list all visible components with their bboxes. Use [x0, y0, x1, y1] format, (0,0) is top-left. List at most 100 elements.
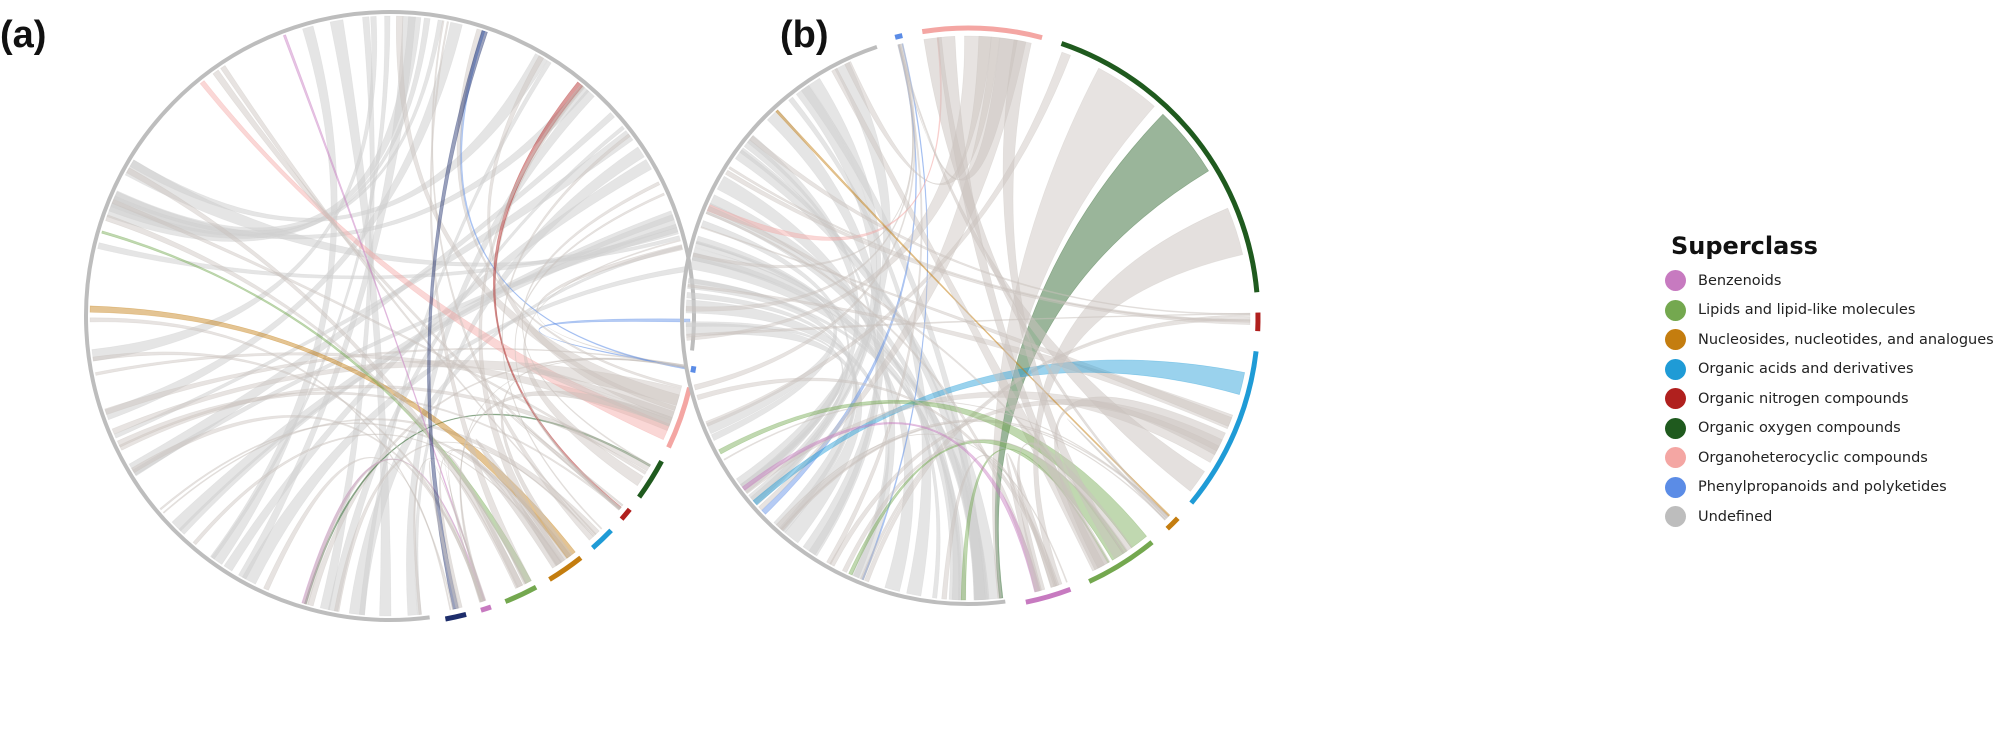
- chord-ribbon: [359, 60, 552, 616]
- legend-label: Undefined: [1698, 508, 1773, 525]
- chord-ribbon: [327, 125, 625, 612]
- sector-arc: [894, 33, 903, 40]
- chord-ribbon: [113, 84, 590, 240]
- legend-label: Organic nitrogen compounds: [1698, 390, 1909, 407]
- legend-title: Superclass: [1671, 232, 1818, 260]
- sector-arc: [548, 555, 583, 582]
- legend-label: Phenylpropanoids and polyketides: [1698, 479, 1947, 496]
- chord-ribbon: [734, 147, 988, 601]
- chord-ribbon: [505, 411, 624, 510]
- chord-ribbon: [413, 457, 519, 615]
- chord-ribbon: [238, 15, 416, 580]
- legend-swatch-icon: [1665, 506, 1686, 528]
- chord-ribbon: [301, 458, 485, 605]
- chord-ribbon: [212, 69, 622, 511]
- chord-ribbon: [700, 226, 1233, 427]
- sector-arc: [1165, 516, 1180, 531]
- chord-ribbon: [899, 43, 1206, 492]
- chord-ribbon: [89, 317, 454, 610]
- chord-ribbon: [92, 351, 484, 603]
- chord-ribbon: [171, 210, 678, 532]
- ribbon-layer: [685, 35, 1251, 601]
- sector-arc: [1189, 351, 1259, 505]
- chord-ribbon: [686, 312, 1251, 338]
- chord-ribbon: [131, 414, 484, 603]
- chord-ribbon: [304, 413, 651, 605]
- chord-ribbon: [111, 359, 682, 435]
- chord-ribbon: [861, 43, 929, 581]
- chord-ribbon: [705, 51, 1071, 427]
- chord-ribbon: [333, 441, 595, 612]
- chord-ribbon: [414, 146, 645, 616]
- chord-ribbon: [992, 67, 1155, 599]
- sector-arc: [444, 612, 467, 622]
- chord-ribbon: [487, 55, 677, 420]
- chord-ribbon: [864, 316, 1251, 583]
- chord-ribbon: [844, 35, 1000, 186]
- chord-ribbon: [302, 458, 484, 605]
- legend-label: Benzenoids: [1698, 272, 1782, 289]
- chord-ribbon: [775, 433, 1068, 583]
- chord-ribbon: [396, 15, 680, 411]
- chord-ribbon: [431, 20, 594, 541]
- panel-label-a: (a): [0, 14, 46, 56]
- sector-arc: [504, 584, 538, 604]
- chord-ribbon: [1016, 442, 1133, 592]
- chord-ribbon: [826, 44, 923, 565]
- chord-ribbon: [686, 291, 858, 533]
- legend-swatch-icon: [1665, 358, 1686, 380]
- chord-ribbon: [1033, 207, 1244, 587]
- chord-ribbon: [459, 358, 687, 603]
- chord-ribbon: [448, 448, 558, 603]
- chord-ribbon: [706, 205, 1125, 555]
- chord-ribbon: [960, 448, 1110, 601]
- sector-arc: [591, 528, 613, 550]
- legend-swatch-icon: [1665, 329, 1686, 351]
- legend-item: Nucleosides, nucleotides, and analogues: [1665, 325, 1994, 355]
- sector-arc: [1060, 41, 1260, 293]
- chord-ribbon: [685, 323, 863, 544]
- legend-item: Organic acids and derivatives: [1665, 355, 1990, 385]
- chord-ribbon: [748, 84, 878, 505]
- chord-ribbon: [116, 391, 621, 511]
- chord-ribbon: [263, 457, 452, 611]
- chord-ribbon: [686, 35, 992, 341]
- chord-ribbon: [159, 422, 572, 559]
- chord-ribbon: [478, 84, 585, 567]
- chord-ribbon: [788, 96, 932, 597]
- legend-item: Benzenoids: [1665, 266, 1990, 296]
- chord-ribbon: [126, 167, 524, 589]
- chord-ribbon: [406, 89, 595, 616]
- legend-swatch-icon: [1665, 270, 1686, 292]
- chord-ribbon: [749, 135, 1251, 315]
- chord-ribbon: [718, 399, 1147, 549]
- panel-label-b: (b): [780, 14, 829, 56]
- chord-ribbon: [89, 305, 576, 559]
- chord-ribbon: [1066, 418, 1168, 521]
- legend-label: Organic oxygen compounds: [1698, 420, 1901, 437]
- legend-swatch-icon: [1665, 447, 1686, 469]
- chord-panel-b: [680, 25, 1261, 606]
- sector-arc: [680, 44, 1006, 606]
- legend-label: Organoheterocyclic compounds: [1698, 449, 1928, 466]
- chord-ribbon: [111, 198, 647, 475]
- chord-ribbon: [162, 418, 600, 536]
- sector-arc: [921, 25, 1043, 41]
- legend-item: Lipids and lipid-like molecules: [1665, 296, 1990, 326]
- legend-item: Undefined: [1665, 502, 1990, 532]
- sector-arc: [480, 604, 492, 613]
- legend-swatch-icon: [1665, 299, 1686, 321]
- chord-ribbon: [118, 385, 651, 472]
- chord-ribbon: [775, 109, 1171, 517]
- chord-ribbon: [689, 256, 961, 601]
- ribbon-layer: [89, 15, 691, 617]
- chord-ribbon: [739, 134, 860, 494]
- chord-ribbon: [841, 438, 1128, 573]
- sector-arc: [84, 10, 696, 622]
- chord-ribbon: [501, 133, 631, 530]
- chord-ribbon: [761, 44, 917, 515]
- chord-ribbon: [695, 235, 914, 592]
- chord-ribbon: [91, 16, 378, 362]
